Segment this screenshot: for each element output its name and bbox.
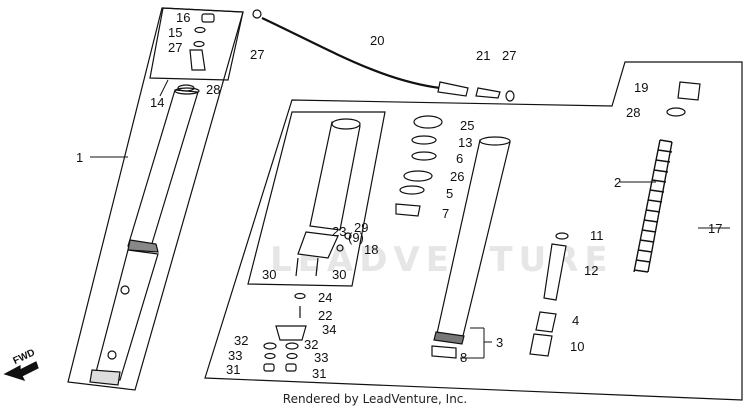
slider-bolt-left [295,257,299,277]
label-12: 12 [584,263,598,278]
label-6: 6 [456,151,463,166]
label-9: (9) [348,230,364,245]
brake-hose [252,9,469,97]
cap-kit-box [149,7,244,81]
credit-line: Rendered by LeadVenture, Inc. [282,392,468,406]
label-5: 5 [446,186,453,201]
fork-outer-tube [89,87,200,386]
fork-spring [633,139,673,273]
label-21: 21 [476,48,490,63]
slider-box [247,111,386,287]
label-20: 20 [370,33,384,48]
label-19: 19 [634,80,648,95]
fork-oring-right [666,107,686,117]
fork-cap-stack [189,13,215,71]
label-33a: 33 [228,348,242,363]
label-30a: 30 [262,267,276,282]
label-31a: 31 [226,362,240,377]
label-15: 15 [168,25,182,40]
banjo-bolt [475,87,501,99]
fork-oring-left [177,84,195,92]
fork-slider [297,118,361,259]
inner-parts-frame [204,61,743,401]
label-10: 10 [570,339,584,354]
inner-tube [431,136,511,359]
label-25: 25 [460,118,474,133]
label-1: 1 [76,150,83,165]
label-23: 23 [332,224,346,239]
label-16: 16 [176,10,190,25]
axle-holder-hardware [263,292,307,372]
label-8: 8 [460,350,467,365]
label-13: 13 [458,135,472,150]
fork-bolt-cap [677,81,701,101]
sealing-washer [505,90,515,102]
label-28a: 28 [206,82,220,97]
label-24: 24 [318,290,332,305]
slider-bolt-right [315,257,319,277]
label-11: 11 [590,228,604,243]
label-22: 22 [318,308,332,323]
leader-lines [90,79,730,359]
label-3: 3 [496,335,503,350]
label-28b: 28 [626,105,640,120]
label-27a: 27 [168,40,182,55]
label-14: 14 [150,95,164,110]
label-33b: 33 [314,350,328,365]
label-18: 18 [364,242,378,257]
label-34: 34 [322,322,336,337]
label-26: 26 [450,169,464,184]
label-32a: 32 [234,333,248,348]
label-31b: 31 [312,366,326,381]
fwd-arrow-icon [3,361,39,381]
label-29: 29 [354,220,368,235]
label-17: 17 [708,221,722,236]
damper-rod [529,232,569,357]
label-4: 4 [572,313,579,328]
label-32b: 32 [304,337,318,352]
label-27b: 27 [250,47,264,62]
seal-stack [395,115,443,217]
label-30b: 30 [332,267,346,282]
label-7: 7 [442,206,449,221]
label-27c: 27 [502,48,516,63]
label-2: 2 [614,175,621,190]
